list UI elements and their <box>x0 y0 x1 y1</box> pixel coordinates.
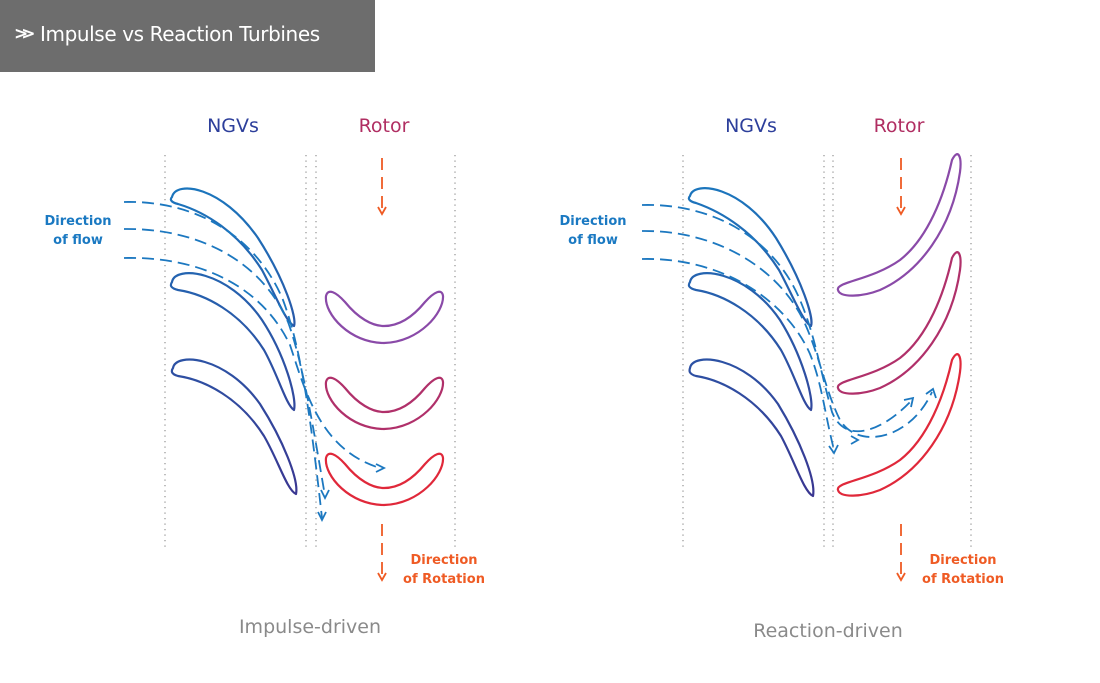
reaction-ngv-blade <box>687 187 813 328</box>
reaction-ngv-blade <box>688 358 815 498</box>
impulse-ngv-label: NGVs <box>207 115 259 137</box>
reaction-panel: NGVs Rotor Direction of flow Direction o… <box>559 115 1003 642</box>
reaction-rotor-blade <box>836 251 962 395</box>
impulse-ngv-blade <box>169 272 296 412</box>
impulse-flow-line <box>123 201 323 519</box>
impulse-flow-label: of flow <box>53 233 103 248</box>
impulse-ngv-blade <box>170 358 298 496</box>
impulse-rotor-blade <box>324 376 445 431</box>
reaction-flow-line <box>641 204 913 432</box>
impulse-rotor-blade <box>324 290 445 345</box>
impulse-rotor-label: Rotor <box>359 115 410 137</box>
reaction-flow-label: of flow <box>568 233 618 248</box>
impulse-flow-label: Direction <box>44 214 111 229</box>
impulse-flow-line <box>123 257 381 469</box>
page-title: Impulse vs Reaction Turbines <box>40 22 320 46</box>
title-bar: >> Impulse vs Reaction Turbines <box>0 0 375 72</box>
rotation-arrowhead-icon <box>377 572 387 582</box>
flow-arrowhead-icon <box>903 396 915 408</box>
reaction-flow-line <box>641 258 835 451</box>
rotation-arrowhead-icon <box>377 206 387 216</box>
reaction-rotor-blade <box>836 153 962 297</box>
impulse-rotation-label: Direction <box>410 553 477 568</box>
impulse-flow-line <box>123 228 326 497</box>
reaction-ngv-label: NGVs <box>725 115 777 137</box>
reaction-caption: Reaction-driven <box>753 620 903 642</box>
impulse-rotor-blade <box>324 452 445 507</box>
reaction-flow-line <box>641 230 933 438</box>
flow-arrowhead-icon <box>317 511 327 523</box>
flow-arrowhead-icon <box>850 435 860 445</box>
reaction-rotor-blade <box>836 353 962 497</box>
impulse-ngv-blade <box>169 187 296 328</box>
reaction-flow-label: Direction <box>559 214 626 229</box>
impulse-caption: Impulse-driven <box>239 616 381 638</box>
reaction-rotation-label: of Rotation <box>922 572 1004 587</box>
flow-arrowhead-icon <box>828 444 839 455</box>
impulse-rotation-label: of Rotation <box>403 572 485 587</box>
reaction-rotation-label: Direction <box>929 553 996 568</box>
impulse-panel: NGVs Rotor Direction of flow Direction o… <box>44 115 484 638</box>
flow-arrowhead-icon <box>320 489 330 501</box>
rotation-arrowhead-icon <box>896 572 906 582</box>
flow-arrowhead-icon <box>925 387 937 399</box>
reaction-rotor-label: Rotor <box>874 115 925 137</box>
double-chevron-right-icon: >> <box>14 24 36 44</box>
flow-arrowhead-icon <box>375 463 387 473</box>
reaction-ngv-blade <box>687 272 813 412</box>
rotation-arrowhead-icon <box>896 206 906 216</box>
